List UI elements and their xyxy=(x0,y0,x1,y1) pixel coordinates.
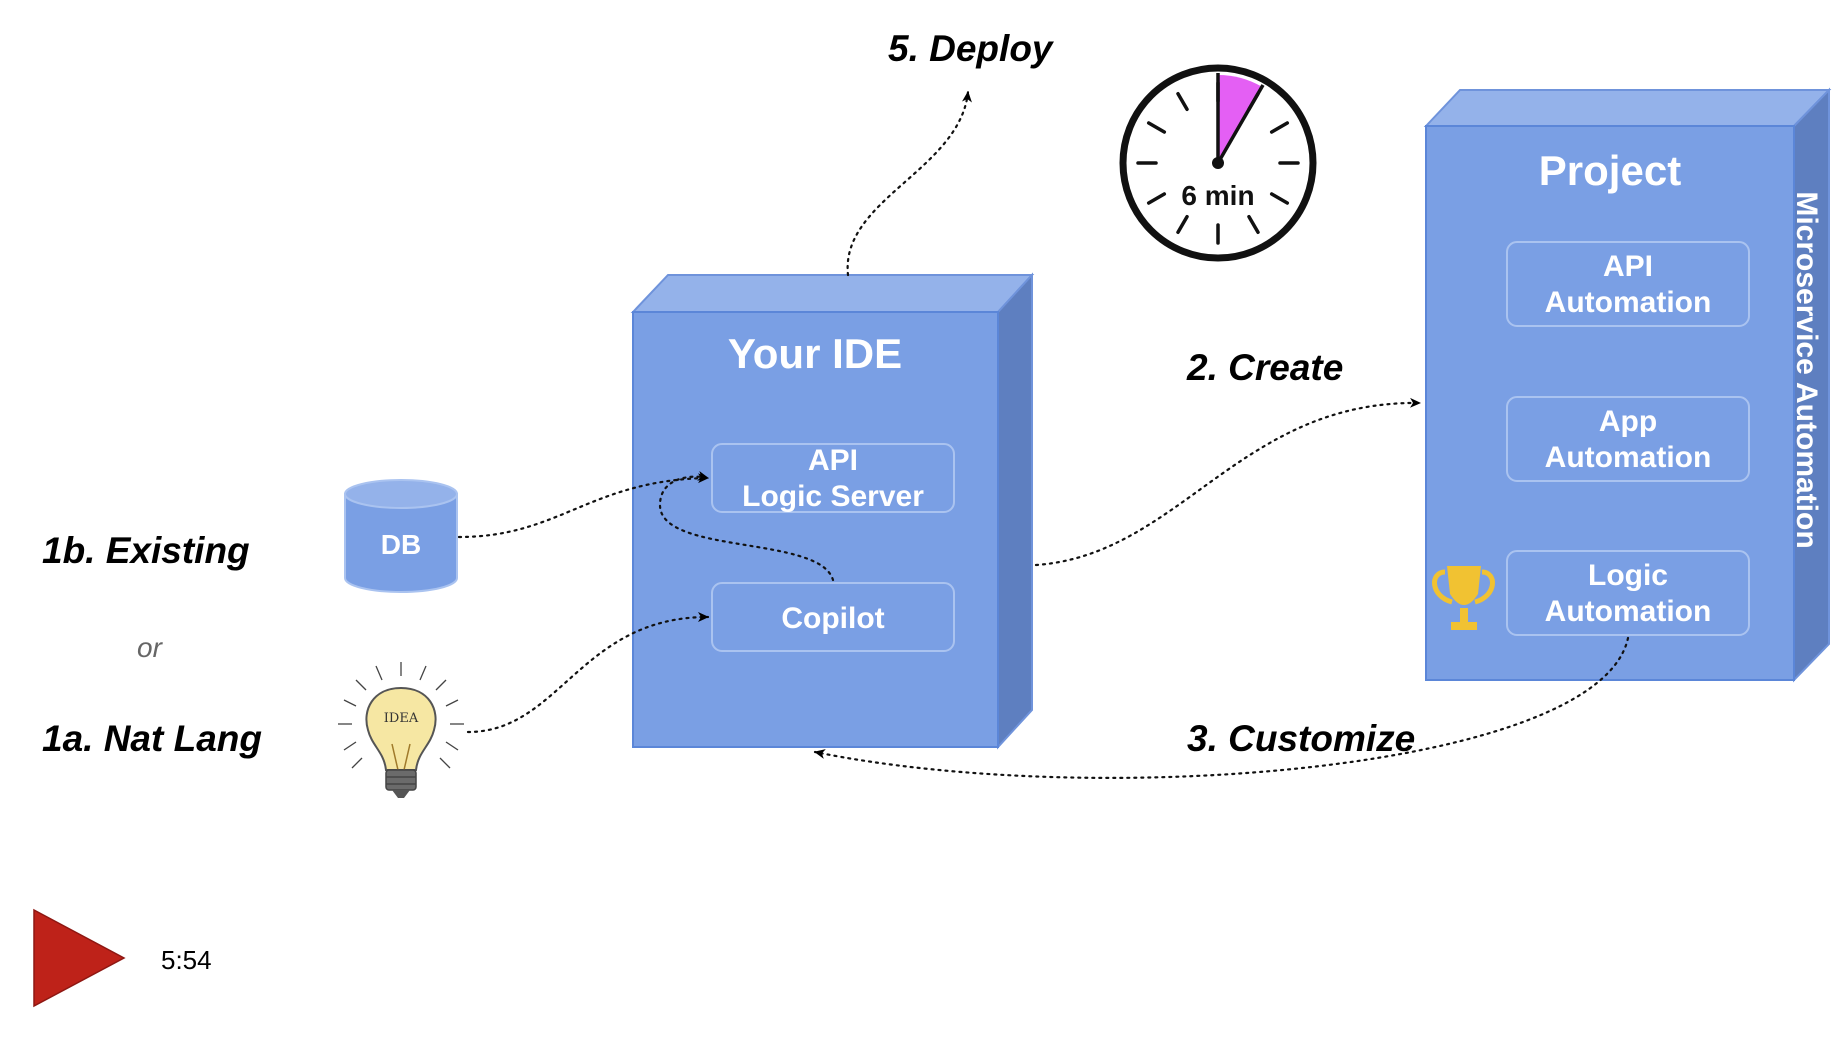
idea-bulb-icon: IDEA xyxy=(338,662,464,798)
project-item-logic-automation-box xyxy=(1506,550,1750,636)
timer-tick xyxy=(1247,214,1260,235)
timer-tick xyxy=(1269,192,1290,205)
ide-item-logic-server-line2: Logic Server xyxy=(742,480,924,513)
video-timestamp: 5:54 xyxy=(161,945,212,975)
arrow-deploy xyxy=(846,90,972,277)
ide-title: Your IDE xyxy=(728,330,902,377)
connectors xyxy=(457,90,1630,779)
timer-tick xyxy=(1146,121,1167,134)
ide-box-side xyxy=(997,272,1033,750)
ide-item-copilot: Copilot xyxy=(711,582,955,652)
ide-item-logic-server-box xyxy=(711,443,955,513)
arrow-db-to-logic-server xyxy=(457,473,710,539)
arrow-customize xyxy=(813,636,1630,779)
db-label: DB xyxy=(381,529,421,560)
trophy-icon xyxy=(1432,566,1495,630)
label-existing: 1b. Existing xyxy=(42,530,250,571)
ide-item-copilot-label: Copilot xyxy=(781,602,884,635)
ide-box-front xyxy=(632,311,999,748)
project-box: Project Microservice Automation API Auto… xyxy=(1423,87,1832,683)
project-box-top xyxy=(1423,89,1832,127)
project-item-app-line2: Automation xyxy=(1545,441,1712,474)
label-customize: 3. Customize xyxy=(1187,718,1416,759)
db-cylinder: DB xyxy=(344,479,458,593)
play-button[interactable] xyxy=(33,908,126,1008)
project-item-app-line1: App xyxy=(1599,405,1657,438)
timer-tick xyxy=(1176,214,1189,235)
idea-bulb-label: IDEA xyxy=(384,711,419,726)
project-title: Project xyxy=(1539,147,1681,194)
project-item-logic-line1: Logic xyxy=(1588,559,1668,592)
project-item-api-line1: API xyxy=(1603,250,1653,283)
project-item-api-line2: Automation xyxy=(1545,286,1712,319)
timer-tick xyxy=(1146,192,1167,205)
project-side-label: Microservice Automation xyxy=(1790,191,1823,548)
ide-item-copilot-box xyxy=(711,582,955,652)
project-item-app-automation: App Automation xyxy=(1506,396,1750,482)
ide-item-logic-server-line1: API xyxy=(808,444,858,477)
project-item-api-automation: API Automation xyxy=(1506,241,1750,327)
label-create: 2. Create xyxy=(1187,347,1344,388)
label-or: or xyxy=(137,632,162,663)
project-item-app-automation-box xyxy=(1506,396,1750,482)
project-item-logic-automation: Logic Automation xyxy=(1506,550,1750,636)
timer-clock-icon: 6 min xyxy=(1119,64,1317,262)
ide-box-top xyxy=(630,274,1035,313)
arrow-create xyxy=(1034,397,1422,567)
ide-box: Your IDE API Logic Server Copilot xyxy=(630,272,1035,750)
timer-label: 6 min xyxy=(1181,180,1254,211)
label-deploy: 5. Deploy xyxy=(888,28,1053,69)
ide-item-logic-server: API Logic Server xyxy=(711,443,955,513)
timer-tick xyxy=(1269,121,1290,134)
label-natlang: 1a. Nat Lang xyxy=(42,718,262,759)
timer-tick xyxy=(1176,91,1189,112)
project-item-api-automation-box xyxy=(1506,241,1750,327)
project-item-logic-line2: Automation xyxy=(1545,595,1712,628)
